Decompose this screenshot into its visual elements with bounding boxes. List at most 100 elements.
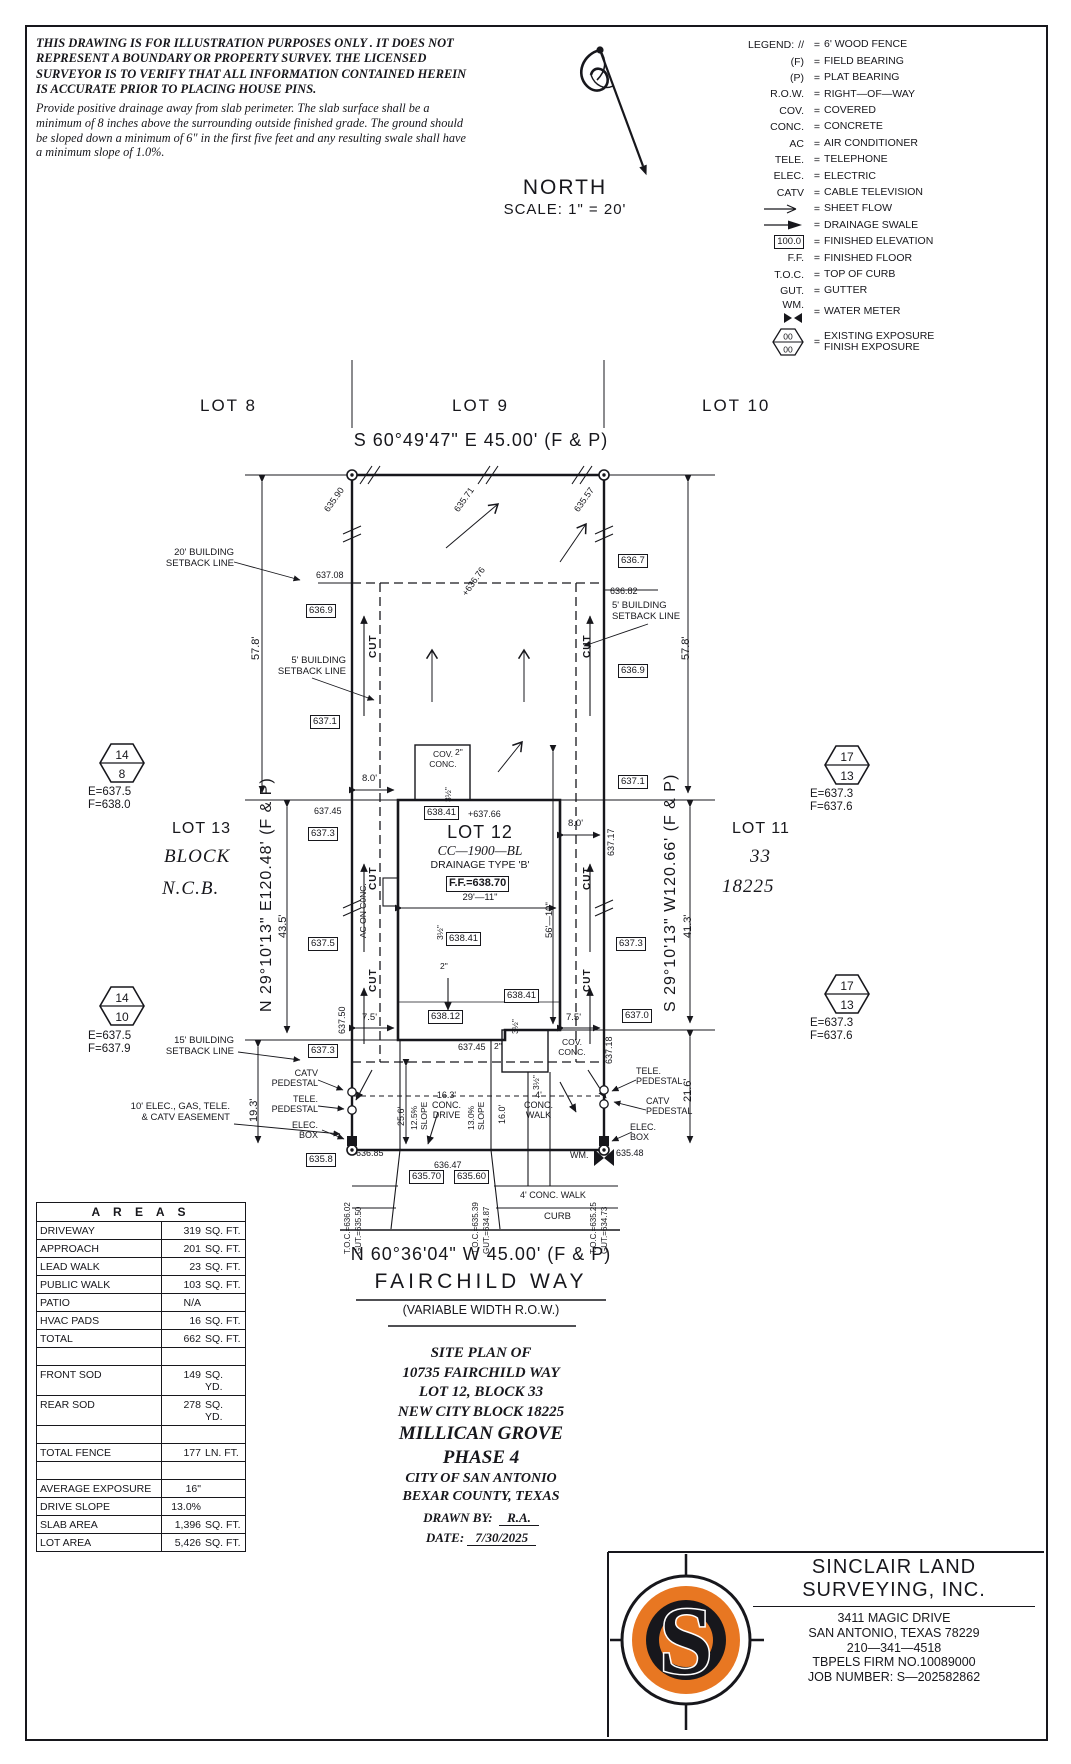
catv-pedestal-label: CATV PEDESTAL bbox=[271, 1068, 318, 1089]
legend-row: (F)=FIELD BEARING bbox=[790, 54, 904, 68]
tele-pedestal-label: TELE. PEDESTAL bbox=[271, 1094, 318, 1115]
setback-15-label: 15' BUILDING SETBACK LINE bbox=[165, 1035, 234, 1057]
utility-symbols bbox=[347, 1085, 614, 1166]
areas-table-title: A R E A S bbox=[37, 1203, 245, 1222]
elevation-label: 637.45 bbox=[458, 1042, 486, 1052]
dimension-label: 8.0' bbox=[568, 818, 584, 829]
house-width-dimension: 29'—11" bbox=[462, 892, 498, 903]
dimension-label: 25.6' bbox=[396, 1106, 406, 1126]
legend-row: TELE.=TELEPHONE bbox=[774, 153, 888, 166]
svg-text:00: 00 bbox=[783, 332, 793, 342]
cut-label: CUT bbox=[582, 968, 593, 992]
legend-row: CONC.=CONCRETE bbox=[770, 120, 883, 134]
slope-label: 13.0% SLOPE bbox=[466, 1101, 486, 1130]
exposure-label: E=637.5 bbox=[88, 1030, 132, 1042]
county-label: BEXAR COUNTY, TEXAS bbox=[402, 1488, 560, 1504]
disclaimer-block: THIS DRAWING IS FOR ILLUSTRATION PURPOSE… bbox=[36, 36, 472, 160]
boxed-elevation-label: 637.1 bbox=[310, 715, 340, 729]
rear-bearing-label: S 60°49'47" E 45.00' (F & P) bbox=[353, 430, 609, 450]
west-bearing-label: N 29°10'13" E120.48' (F & P) bbox=[258, 777, 275, 1012]
finished-elevation-symbol: 100.0 bbox=[774, 234, 804, 249]
company-name: SINCLAIR LAND bbox=[811, 1556, 977, 1578]
sinclair-logo: S bbox=[610, 1554, 764, 1730]
phase-label: PHASE 4 bbox=[442, 1446, 520, 1468]
cut-label: CUT bbox=[368, 866, 379, 890]
boxed-elevation-label: 637.3 bbox=[616, 937, 646, 951]
setback-lines bbox=[352, 582, 604, 1097]
dimension-lines bbox=[254, 474, 694, 1145]
drainage-type-label: DRAINAGE TYPE 'B' bbox=[430, 859, 530, 871]
leader-lines bbox=[233, 561, 649, 1142]
sheet-flow-icon bbox=[764, 204, 797, 214]
lot8-label: LOT 8 bbox=[200, 396, 257, 415]
boxed-elevation-label: 638.12 bbox=[428, 1010, 464, 1024]
legend-row: LEGEND://=6' WOOD FENCE bbox=[748, 38, 908, 52]
sheet-flow-arrows bbox=[425, 503, 587, 773]
elec-box-symbol bbox=[347, 1136, 357, 1146]
boxed-elevation-label: 637.0 bbox=[622, 1009, 652, 1023]
table-row bbox=[37, 1462, 245, 1480]
street-name-label: FAIRCHILD WAY bbox=[374, 1270, 588, 1293]
boxed-elevation-label: 635.60 bbox=[454, 1170, 490, 1184]
dimension-label: 7.5' bbox=[566, 1012, 582, 1023]
boxed-elevation-label: 638.41 bbox=[504, 989, 540, 1003]
setback-5-right-label: 5' BUILDING SETBACK LINE bbox=[612, 600, 681, 622]
legend-row: =DRAINAGE SWALE bbox=[710, 217, 1042, 233]
wood-fence-symbol: // bbox=[798, 39, 804, 52]
boxed-elevation-label: 636.9 bbox=[618, 664, 648, 678]
curb-label: CURB bbox=[544, 1211, 571, 1222]
svg-text:14: 14 bbox=[115, 991, 129, 1005]
company-block: SINCLAIR LAND SURVEYING, INC. 3411 MAGIC… bbox=[747, 1556, 1041, 1685]
property-boundary bbox=[350, 473, 606, 1152]
concrete-walk-label: 4' CONC. WALK bbox=[520, 1190, 586, 1200]
elevation-label: 635.48 bbox=[616, 1148, 644, 1158]
cut-label: CUT bbox=[582, 634, 593, 658]
dimension-label: 3½" bbox=[531, 1075, 541, 1090]
water-meter-icon bbox=[784, 313, 802, 324]
flatwork bbox=[340, 1040, 620, 1327]
svg-text:00: 00 bbox=[783, 345, 793, 355]
svg-text:10: 10 bbox=[115, 1010, 129, 1024]
concrete-drive-label: 16.3' CONC. DRIVE bbox=[432, 1090, 461, 1121]
company-address: 3411 MAGIC DRIVE bbox=[837, 1611, 951, 1625]
lot12-label: LOT 12 bbox=[447, 822, 513, 842]
legend-row: GUT.=GUTTER bbox=[780, 284, 868, 298]
legend-title: LEGEND: bbox=[748, 39, 795, 52]
bottom-block-dividers bbox=[607, 1551, 1044, 1737]
elevation-label: 637.50 bbox=[337, 1006, 347, 1034]
row-width-label: (VARIABLE WIDTH R.O.W.) bbox=[402, 1303, 560, 1317]
boxed-elevation-label: 636.7 bbox=[618, 554, 648, 568]
lot11-label: LOT 11 bbox=[732, 820, 790, 837]
lot9-label: LOT 9 bbox=[452, 396, 509, 415]
elevation-label: +637.66 bbox=[468, 809, 501, 819]
svg-text:13: 13 bbox=[840, 769, 854, 783]
dimension-label: 3½" bbox=[443, 787, 453, 802]
elevation-label: 637.45 bbox=[314, 806, 342, 816]
dimension-label: 19.3' bbox=[248, 1098, 260, 1122]
house-footprint bbox=[382, 744, 562, 1073]
company-name: SURVEYING, INC. bbox=[802, 1579, 986, 1601]
legend-row: T.O.C.=TOP OF CURB bbox=[774, 267, 896, 281]
cut-label: CUT bbox=[368, 968, 379, 992]
legend-row: COV.=COVERED bbox=[779, 103, 876, 117]
boxed-elevation-label: 635.70 bbox=[409, 1170, 445, 1184]
exposure-label: E=637.5 bbox=[88, 786, 132, 798]
exposure-label: F=638.0 bbox=[88, 799, 131, 811]
scale-label: SCALE: 1" = 20' bbox=[503, 201, 627, 218]
divider bbox=[753, 1606, 1035, 1607]
title-block: SITE PLAN OF 10735 FAIRCHILD WAY LOT 12,… bbox=[330, 1344, 632, 1546]
boxed-elevation-label: 637.3 bbox=[308, 827, 338, 841]
exposure-label: F=637.6 bbox=[810, 1030, 853, 1042]
elevation-label: 637.08 bbox=[316, 570, 344, 580]
north-arrowhead bbox=[639, 164, 647, 176]
